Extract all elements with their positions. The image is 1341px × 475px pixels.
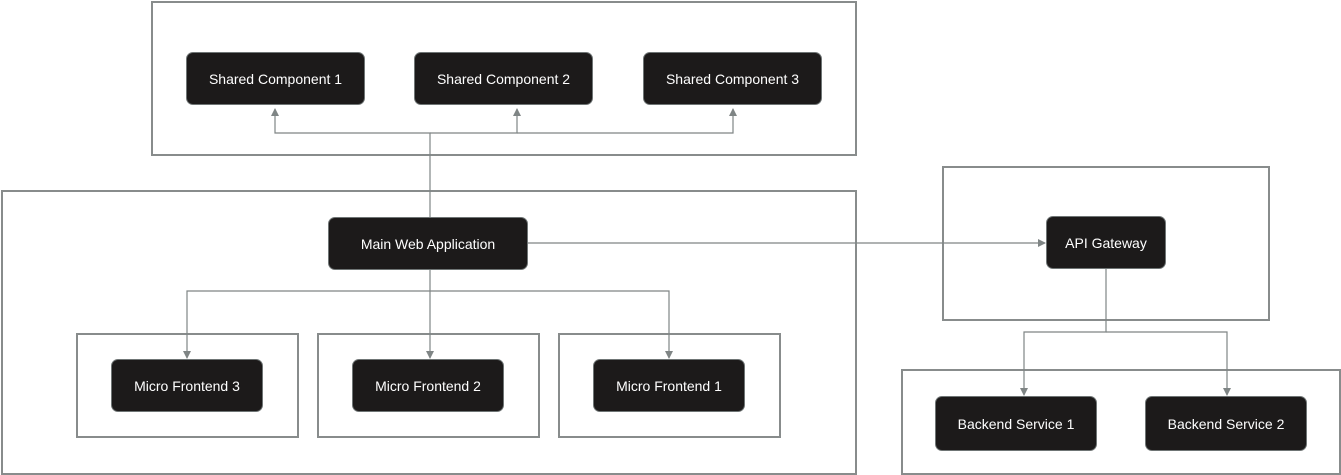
edge-main-to-micro-frontend-3 [183, 270, 431, 359]
edge-api-gateway-to-backend-service-2 [1106, 331, 1231, 396]
micro-frontend-2-node[interactable]: Micro Frontend 2 [352, 359, 504, 412]
main-web-application-node[interactable]: Main Web Application [328, 217, 528, 270]
backend-services-group [901, 369, 1341, 475]
edge-main-to-shared-component-1 [271, 108, 431, 217]
micro-frontend-3-node[interactable]: Micro Frontend 3 [111, 359, 263, 412]
shared-components-group [151, 1, 857, 156]
backend-service-1-node[interactable]: Backend Service 1 [935, 396, 1097, 451]
shared-component-2-node[interactable]: Shared Component 2 [414, 52, 593, 105]
micro-frontend-1-node[interactable]: Micro Frontend 1 [593, 359, 745, 412]
edge-main-to-micro-frontend-1 [430, 290, 673, 359]
api-gateway-node[interactable]: API Gateway [1046, 216, 1166, 269]
micro-frontend-2-group [317, 333, 540, 438]
backend-service-2-node[interactable]: Backend Service 2 [1145, 396, 1307, 451]
edge-main-to-shared-component-3 [517, 108, 737, 134]
shared-component-3-node[interactable]: Shared Component 3 [643, 52, 822, 105]
edge-api-gateway-to-backend-service-1 [1020, 269, 1107, 396]
shared-component-1-node[interactable]: Shared Component 1 [186, 52, 365, 105]
main-application-group [1, 190, 857, 475]
edge-main-to-shared-component-2 [430, 108, 521, 134]
